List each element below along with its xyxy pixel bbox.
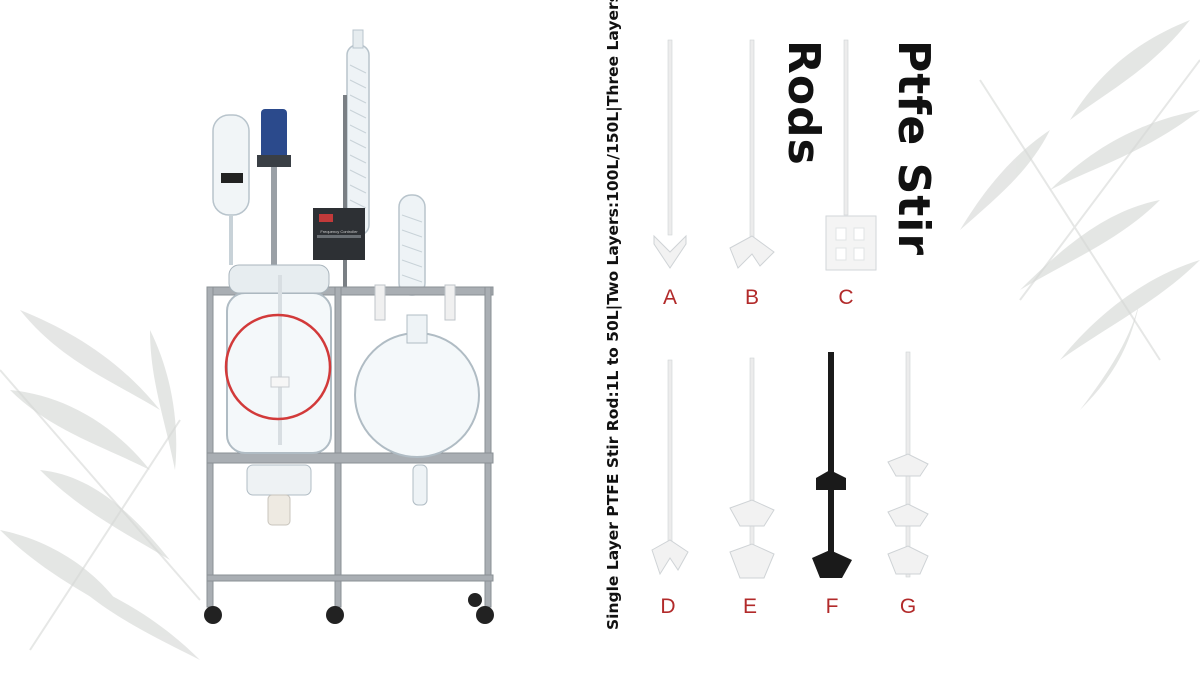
stir-rod-b-image: [729, 39, 775, 269]
page-title: Ptfe Stir Rods: [778, 40, 939, 257]
bamboo-decoration-left: [0, 310, 201, 660]
stir-rod-g-image: [887, 351, 929, 578]
stir-rod-c-image: [825, 39, 877, 271]
panel-label: Frequency Controller: [320, 229, 358, 234]
rod-label-d: D: [660, 595, 676, 618]
rod-label-c: C: [838, 286, 854, 309]
bamboo-decoration-right: [960, 20, 1200, 410]
capacity-description: Single Layer PTFE Stir Rod:1L to 50L|Two…: [604, 0, 622, 630]
glass-reactor-image: Frequency Controller: [204, 29, 494, 624]
rod-label-b: B: [744, 286, 759, 309]
rod-label-g: G: [899, 595, 917, 618]
stir-rod-d-image: [651, 359, 689, 576]
stir-rod-e-image: [729, 357, 775, 579]
rod-label-a: A: [662, 286, 677, 309]
rod-label-e: E: [742, 595, 757, 618]
stir-rod-a-image: [653, 39, 687, 269]
rod-label-f: F: [825, 595, 839, 618]
stir-rod-f-image: [812, 352, 852, 578]
stir-rods-gallery: [651, 39, 929, 579]
